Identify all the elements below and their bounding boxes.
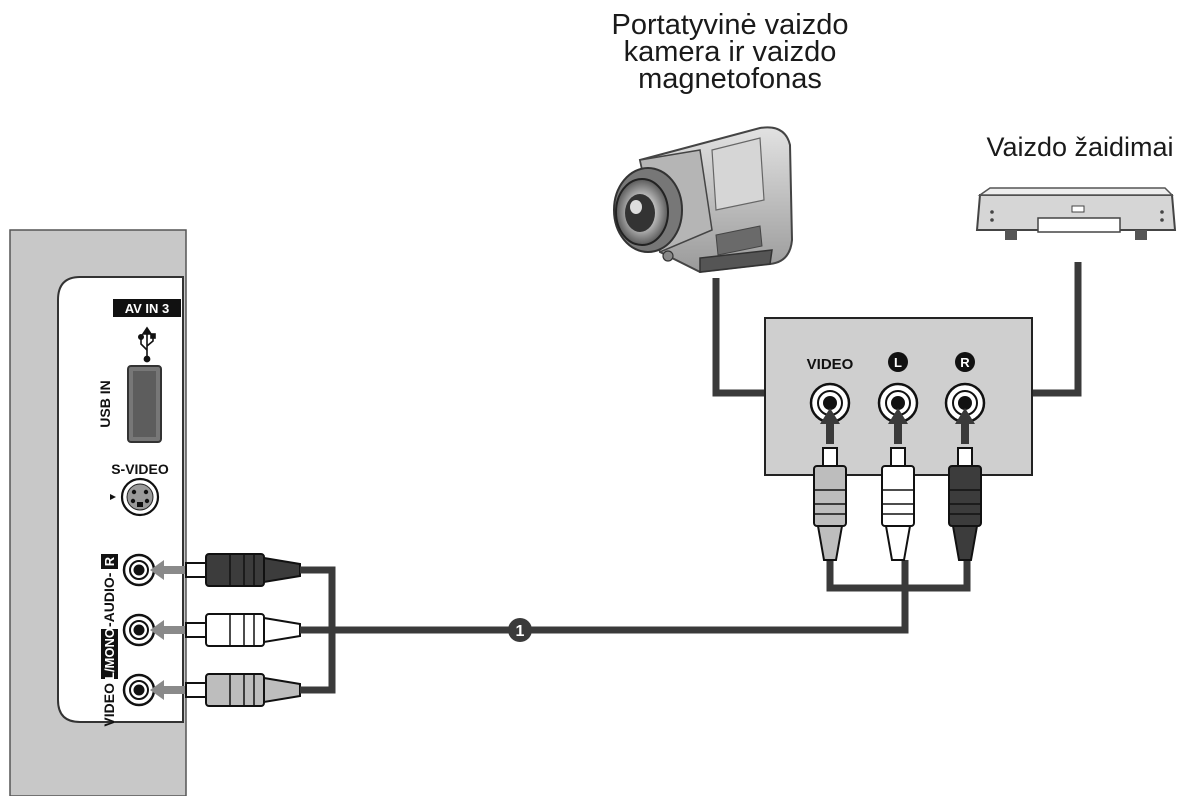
up-arrow-icon (955, 408, 975, 444)
box-plug-audio-l (881, 447, 915, 561)
box-right-label: R (960, 355, 970, 370)
tv-jack-audio-l-mono[interactable] (122, 613, 156, 647)
cable-bundle (300, 262, 1082, 694)
box-video-label: VIDEO (807, 356, 854, 373)
box-right-badge (955, 352, 975, 372)
camcorder-caption-line-1: Portatyvinė vaizdo (611, 9, 849, 41)
usb-icon (138, 326, 156, 363)
camcorder-caption-line-2: kamera ir vaizdo (623, 36, 837, 68)
video-games-caption: Vaizdo žaidimai (986, 132, 1174, 162)
tv-jack-audio-r[interactable] (122, 553, 156, 587)
av-in-label: AV IN 3 (125, 301, 170, 316)
tv-plug-audio-l (185, 613, 301, 647)
s-video-arrow-icon (110, 494, 116, 500)
box-left-badge (888, 352, 908, 372)
box-plug-audio-r (948, 447, 982, 561)
tv-panel-inner (57, 276, 184, 723)
box-jack-audio-l[interactable] (877, 382, 919, 424)
tv-jack-video[interactable] (122, 673, 156, 707)
svg-text:L/MONO: L/MONO (102, 628, 117, 680)
svg-text:-AUDIO-: -AUDIO- (101, 572, 117, 627)
cable-marker-number: 1 (516, 623, 525, 640)
insert-arrow-icon (150, 680, 186, 700)
insert-arrow-icon (150, 560, 186, 580)
cable-marker-badge: 1 (508, 618, 532, 642)
svg-text:VIDEO: VIDEO (101, 683, 117, 727)
jack-column-label: VIDEO L/MONO -AUDIO- R (101, 554, 118, 727)
game-console-icon (975, 187, 1177, 240)
tv-plug-video (185, 673, 301, 707)
camcorder-caption-line-3: magnetofonas (638, 63, 822, 95)
usb-in-label: USB IN (97, 380, 113, 427)
insert-arrow-icon (150, 620, 186, 640)
box-jack-video[interactable] (809, 382, 851, 424)
tv-plug-audio-r (185, 553, 301, 587)
usb-port-slot (133, 371, 156, 437)
tv-side-panel: AV IN 3 USB IN S-VIDEO (9, 229, 187, 797)
s-video-label: S-VIDEO (111, 461, 169, 477)
av-in-badge (113, 299, 181, 317)
up-arrow-icon (820, 408, 840, 444)
camcorder-icon (613, 126, 794, 274)
camcorder-caption: Portatyvinė vaizdo kamera ir vaizdo magn… (560, 9, 900, 95)
box-plug-video (813, 447, 847, 561)
box-left-label: L (894, 355, 902, 370)
s-video-port[interactable] (120, 477, 160, 517)
up-arrow-icon (888, 408, 908, 444)
svg-text:R: R (102, 556, 117, 566)
